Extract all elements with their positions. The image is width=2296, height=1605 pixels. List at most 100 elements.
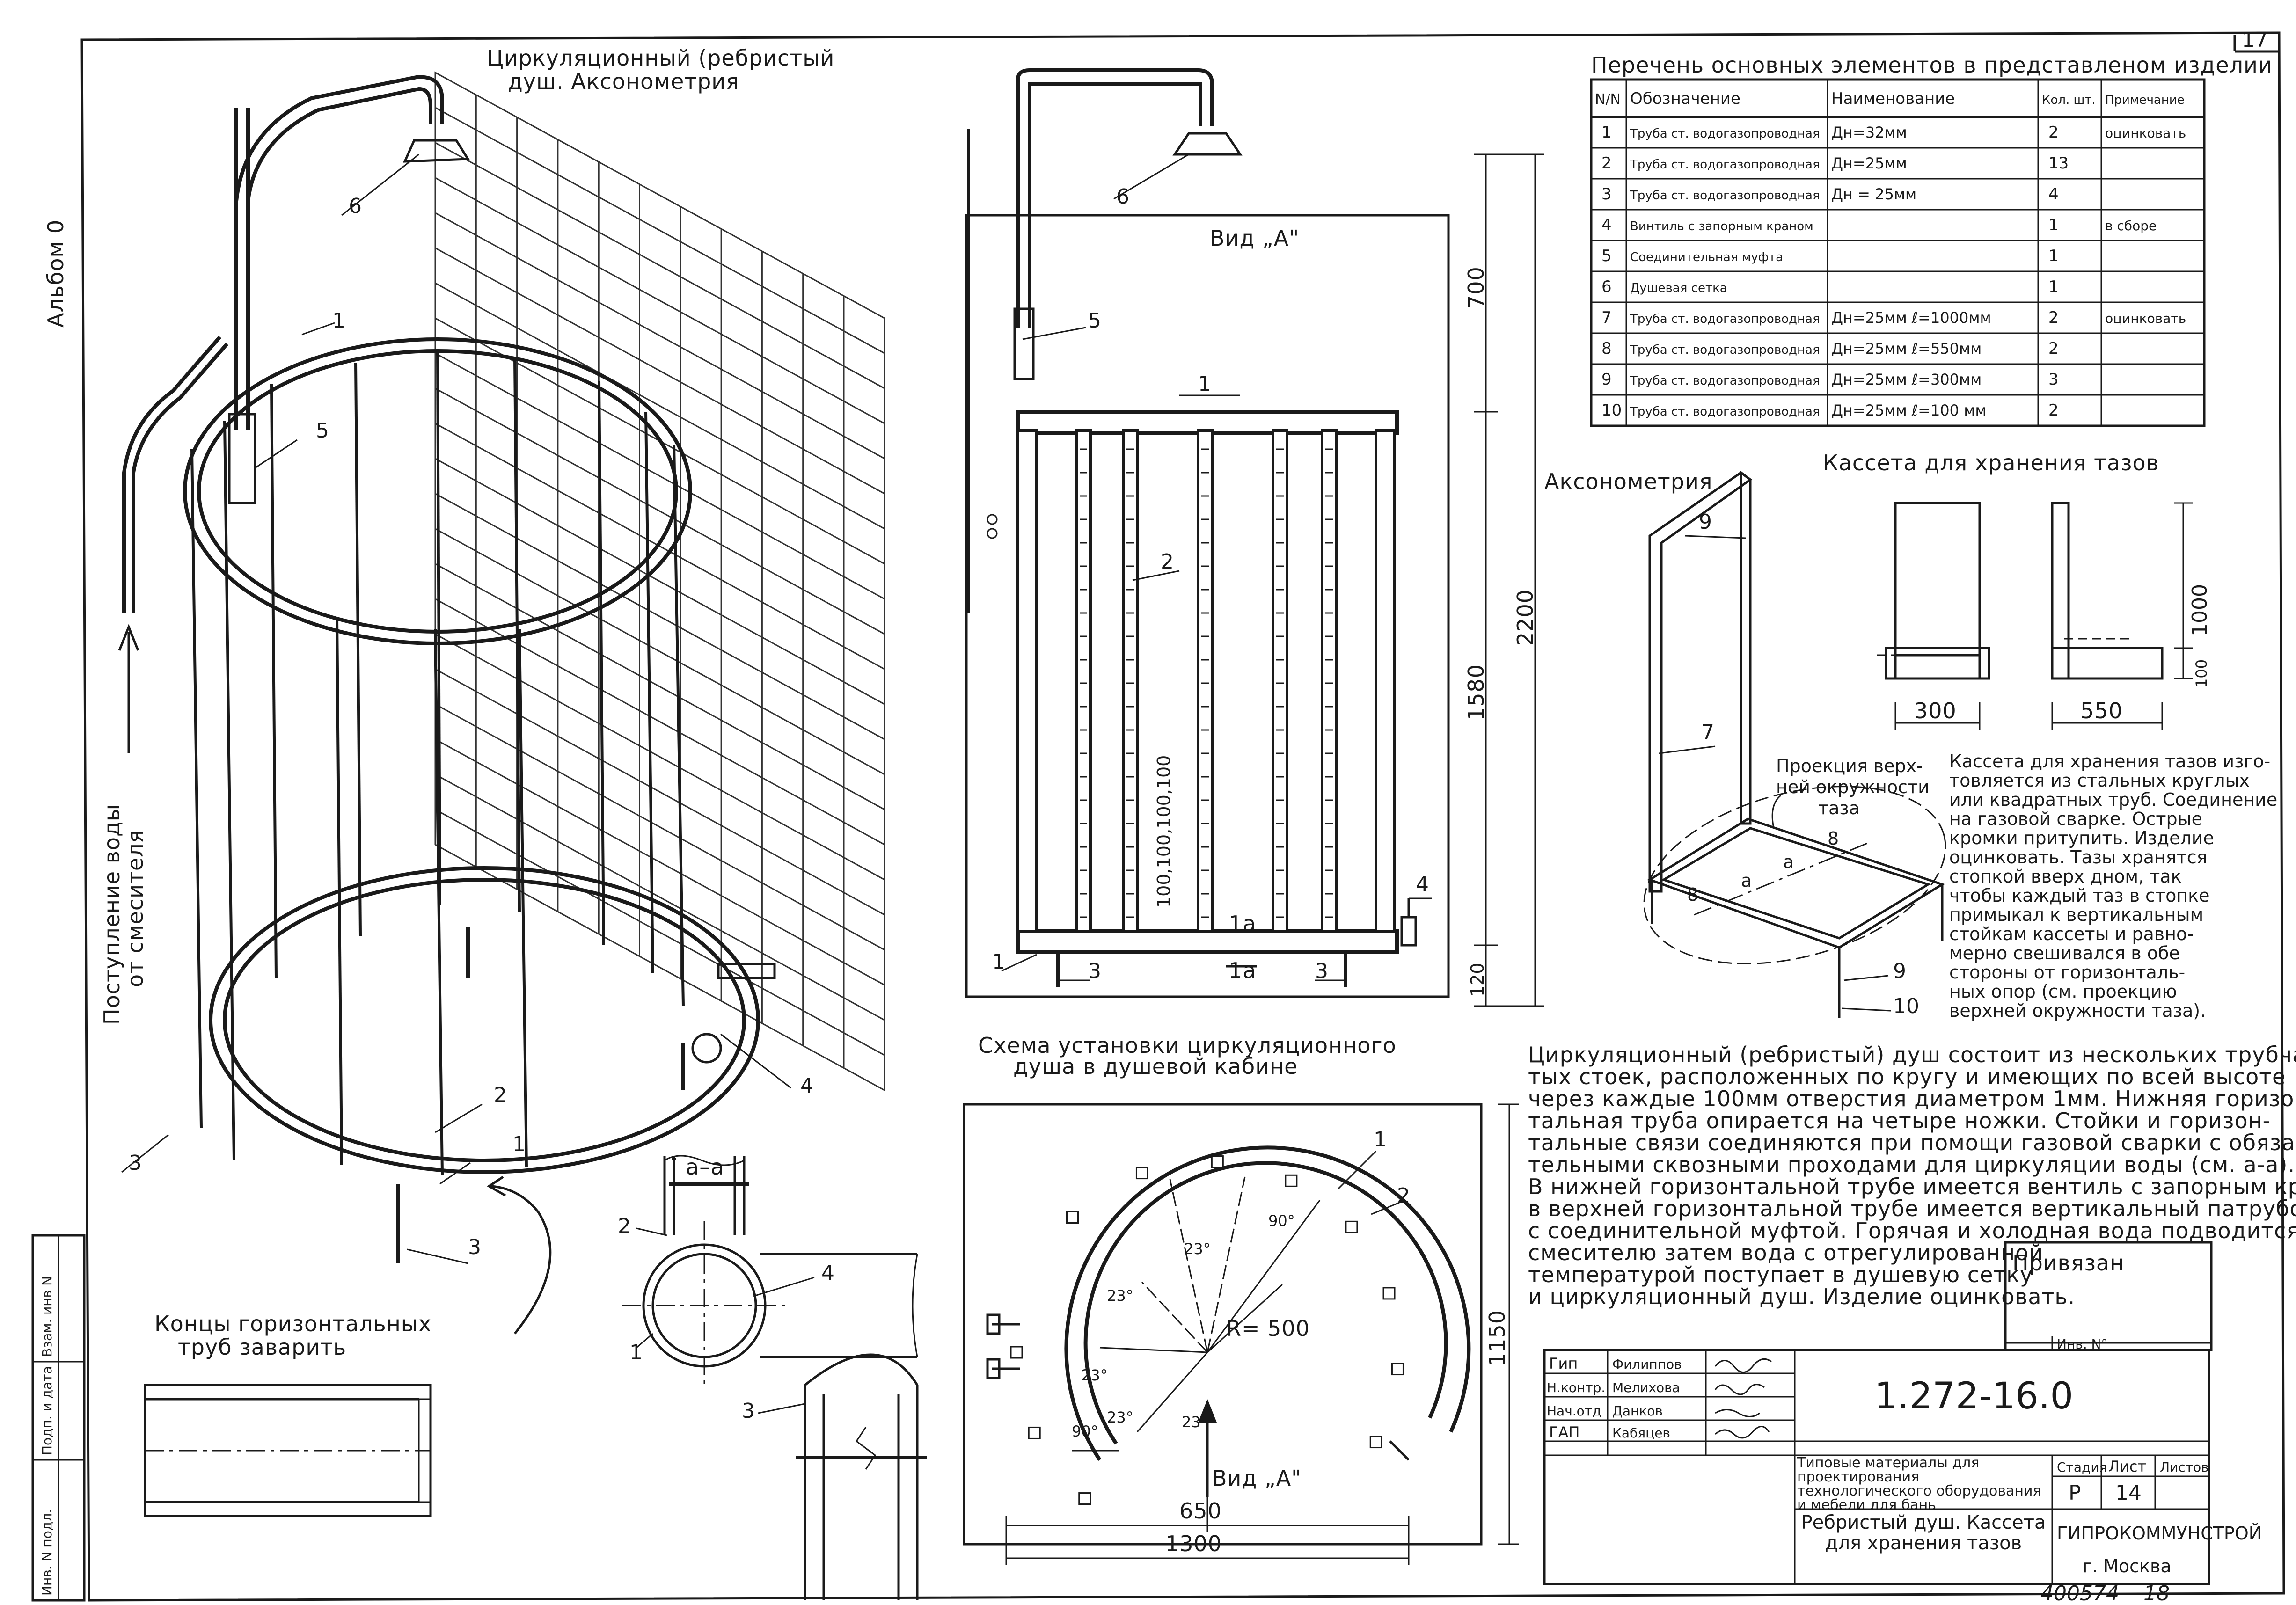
tb-sheets-label: Листов xyxy=(2160,1459,2209,1475)
installation-scheme: Схема установки циркуляционного душа в д… xyxy=(963,1033,1519,1565)
cassette-mark-9-bottom: 9 xyxy=(1893,959,1906,983)
table-cell: Дн=25мм ℓ=300мм xyxy=(1831,371,1982,388)
cassette-note-line: оцинковать. Тазы хранятся xyxy=(1949,847,2208,868)
installation-callout-2: 2 xyxy=(1397,1184,1410,1208)
ring-node xyxy=(1382,1287,1396,1300)
side-stamp: Инв. N подл. Подп. и дата Взам. инв N xyxy=(31,1234,86,1602)
table-cell: 10 xyxy=(1601,401,1622,420)
tb-role-2: Н.контр. xyxy=(1547,1380,1605,1395)
description: Циркуляционный (ребристый) душ состоит и… xyxy=(1528,1042,2296,1309)
installation-title-line2: душа в душевой кабине xyxy=(1013,1054,1298,1079)
wall-grid-line xyxy=(435,773,885,1021)
table-cell: Дн=25мм ℓ=100 мм xyxy=(1831,401,1986,419)
view-a-callout-3-left: 3 xyxy=(1088,959,1101,983)
cassette-section: Аксонометрия Кассета для хранения тазов … xyxy=(1544,450,2277,1021)
table-cell: 1 xyxy=(1601,123,1612,142)
signature-1 xyxy=(1714,1358,1772,1373)
axo-callout-3-left: 3 xyxy=(129,1151,142,1175)
cassette-note-line: Кассета для хранения тазов изго- xyxy=(1949,751,2270,772)
axo-callout-1-bottom: 1 xyxy=(512,1132,526,1156)
installation-dim-650: 650 xyxy=(1179,1498,1222,1524)
cassette-title: Кассета для хранения тазов xyxy=(1823,450,2159,475)
wall-grid-line xyxy=(435,563,885,810)
cassette-mark-8-right: 8 xyxy=(1828,828,1839,849)
installation-callout-1: 1 xyxy=(1374,1128,1387,1152)
view-a-dim-hole-spacing: 100,100,100,100 xyxy=(1154,755,1174,908)
pipe-ends-title-line2: труб заварить xyxy=(178,1335,346,1360)
tb-stage-label: Стадия xyxy=(2057,1459,2107,1475)
tb-doc-number: 1.272-16.0 xyxy=(1874,1375,2073,1417)
installation-angle-3: 23° xyxy=(1107,1287,1133,1305)
description-line: тальные связи соединяются при помощи газ… xyxy=(1528,1130,2296,1155)
axo-callout-4: 4 xyxy=(800,1074,813,1098)
installation-angle-2: 23° xyxy=(1184,1240,1211,1258)
parts-table: Перечень основных элементов в представле… xyxy=(1590,52,2272,427)
ring-node xyxy=(1211,1155,1224,1168)
table-cell: в сборе xyxy=(2105,218,2157,233)
installation-dim-1300: 1300 xyxy=(1165,1531,1222,1556)
cassette-mark-a-2: а xyxy=(1783,852,1794,872)
axonometry-title-line1: Циркуляционный (ребристый xyxy=(487,45,834,71)
table-cell: Труба ст. водогазопроводная xyxy=(1630,343,1820,357)
water-supply-label-line1: Поступление воды xyxy=(99,804,124,1025)
table-cell: 7 xyxy=(1601,308,1612,327)
table-cell: Соединительная муфта xyxy=(1630,250,1783,264)
title-block: Привязан Инв. N° Гип Н.контр. Нач.отд ГА… xyxy=(1543,1241,2262,1605)
view-a-callout-1-bottom: 1 xyxy=(992,950,1005,974)
view-a-callout-1-top: 1 xyxy=(1198,372,1211,396)
installation-angle-1: 90° xyxy=(1268,1212,1295,1230)
wall-grid-line xyxy=(435,668,885,916)
axonometry-title-line2: душ. Аксонометрия xyxy=(508,69,739,94)
wall-grid-line xyxy=(435,107,885,354)
ring-node xyxy=(1369,1436,1382,1449)
ring-node xyxy=(1010,1346,1023,1359)
ring-node xyxy=(1078,1492,1091,1505)
cassette-projection-line1: Проекция верх- xyxy=(1776,756,1923,776)
table-cell: Труба ст. водогазопроводная xyxy=(1630,189,1820,203)
description-line: тальная труба опирается на четыре ножки.… xyxy=(1528,1108,2271,1133)
view-a-section-mark-1: 1а xyxy=(1228,911,1256,936)
view-a-callout-4: 4 xyxy=(1416,873,1429,897)
cassette-note-line: стойкам кассеты и равно- xyxy=(1949,924,2194,944)
table-cell: 2 xyxy=(1601,154,1612,173)
tiled-wall xyxy=(434,71,885,1092)
table-cell: Дн=25мм xyxy=(1831,154,1907,172)
signature-3 xyxy=(1715,1409,1760,1417)
stamp-number: 400574 xyxy=(2040,1582,2119,1605)
description-line: Циркуляционный (ребристый) душ состоит и… xyxy=(1528,1042,2296,1067)
table-cell: оцинковать xyxy=(2105,311,2186,326)
wall-grid-line xyxy=(435,598,885,846)
wall-grid-line xyxy=(435,177,885,424)
description-line: в верхней горизонтальной трубе имеется в… xyxy=(1528,1196,2296,1221)
view-a-callout-3-right: 3 xyxy=(1315,959,1328,983)
axo-callout-3-bottom: 3 xyxy=(468,1235,481,1259)
side-stamp-label-1: Инв. N подл. xyxy=(39,1509,55,1596)
side-stamp-label-3: Взам. инв N xyxy=(39,1276,55,1357)
ring-node xyxy=(1345,1220,1358,1233)
cassette-note-line: верхней окружности таза). xyxy=(1949,1000,2206,1021)
table-cell: Труба ст. водогазопроводная xyxy=(1630,405,1820,419)
table-cell: Труба ст. водогазопроводная xyxy=(1630,158,1820,172)
table-cell: 3 xyxy=(1601,185,1612,204)
axo-callout-6: 6 xyxy=(349,194,362,218)
table-header-cell: Кол. шт. xyxy=(2042,93,2096,107)
tb-stage: Р xyxy=(2069,1481,2081,1505)
cassette-note-line: стороны от горизонталь- xyxy=(1949,962,2185,983)
table-cell: 13 xyxy=(2048,154,2069,173)
side-stamp-label-2: Подп. и дата xyxy=(39,1366,55,1455)
ring-node xyxy=(1028,1426,1041,1439)
wall-grid-line xyxy=(435,528,885,775)
table-cell: 5 xyxy=(1601,247,1612,265)
table-cell: Дн=25мм ℓ=1000мм xyxy=(1831,309,1991,327)
cassette-dim-1000: 1000 xyxy=(2188,584,2212,636)
installation-view-label: Вид „А" xyxy=(1212,1466,1302,1491)
table-cell: 9 xyxy=(1601,370,1612,389)
aa-callout-4: 4 xyxy=(821,1261,834,1285)
cassette-mark-8-left: 8 xyxy=(1687,884,1698,905)
page-number: 17 xyxy=(2242,28,2268,52)
cassette-mark-7: 7 xyxy=(1701,721,1714,744)
tb-role-3: Нач.отд xyxy=(1547,1403,1601,1419)
axonometry-view: Циркуляционный (ребристый душ. Аксономет… xyxy=(99,45,885,1335)
table-cell: Труба ст. водогазопроводная xyxy=(1630,127,1820,141)
table-header-cell: Обозначение xyxy=(1630,89,1740,108)
